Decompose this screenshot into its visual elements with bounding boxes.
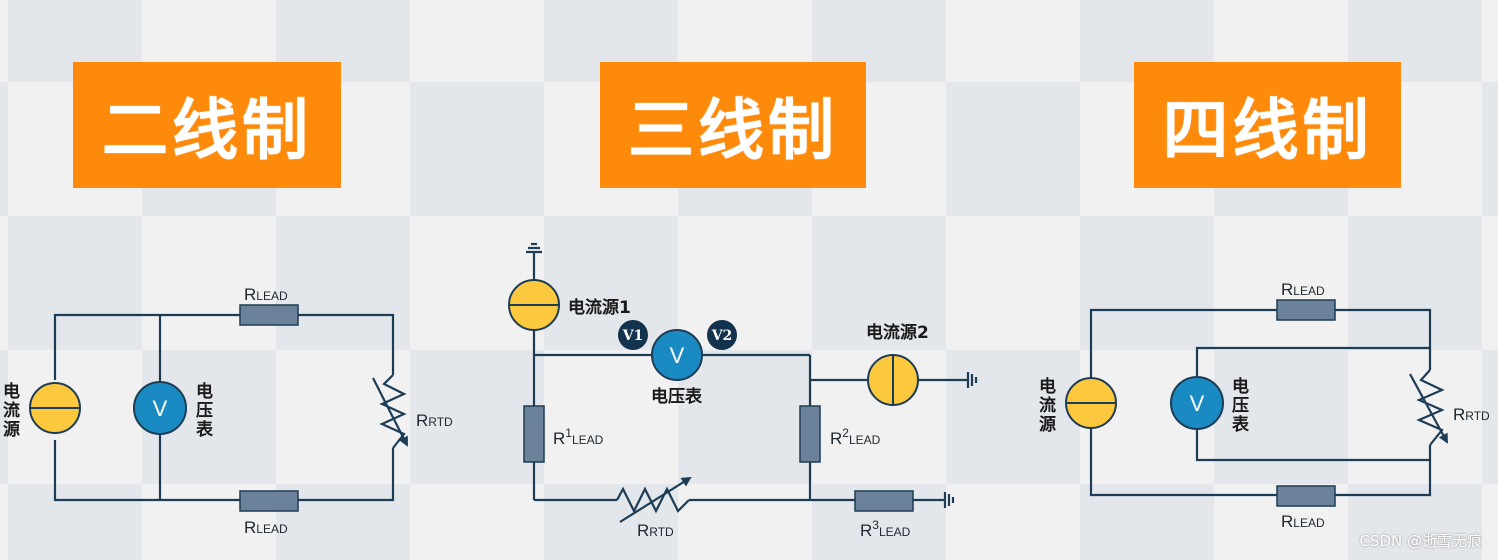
three-wire-current-source-1 (508, 279, 560, 331)
two-wire-title: 二线制 (102, 92, 312, 169)
four-wire-r-rtd-label: RRTD (1453, 405, 1490, 424)
four-wire-vm-char-3: 表 (1232, 414, 1250, 435)
four-wire-r-lead-bottom (1276, 485, 1336, 507)
two-wire-r-lead-top-label: RLEAD (244, 285, 288, 304)
r1-lead-label: R1LEAD (553, 426, 604, 448)
four-wire-rtd-zigzag (1416, 369, 1445, 446)
r2-lead-label: R2LEAD (830, 426, 881, 448)
four-wire-rtd-arrow (1409, 373, 1448, 444)
three-wire-voltmeter: V (651, 329, 703, 381)
three-wire-r3-lead (854, 490, 914, 512)
three-wire-voltmeter-symbol: V (670, 343, 685, 368)
two-wire-current-source (29, 382, 81, 434)
two-wire-cs-char-3: 源 (3, 419, 20, 440)
three-wire-current-source-2 (867, 354, 919, 406)
four-wire-vm-char-1: 电 (1232, 376, 1249, 397)
two-wire-voltmeter: V (133, 381, 187, 435)
four-wire-cs-char-1: 电 (1039, 376, 1056, 397)
three-wire-title: 三线制 (628, 92, 838, 169)
four-wire-current-source (1065, 377, 1117, 429)
current-source-2-label: 电流源2 (866, 322, 929, 343)
three-wire-r-rtd-label: RRTD (637, 521, 674, 540)
four-wire-r-lead-top (1276, 299, 1336, 321)
two-wire-rtd-arrow (372, 377, 408, 447)
two-wire-bottom-wire (53, 440, 395, 502)
v2-label: V2 (711, 328, 733, 344)
four-wire-cs-char-2: 流 (1039, 395, 1056, 416)
three-wire-title-box: 三线制 (600, 62, 866, 188)
four-wire-vm-char-2: 压 (1232, 396, 1249, 416)
four-wire-cs-char-3: 源 (1039, 414, 1056, 435)
current-source-1-label: 电流源1 (568, 297, 631, 318)
three-wire-voltmeter-label: 电压表 (651, 386, 703, 407)
three-wire-rtd-zigzag (616, 486, 690, 514)
two-wire-r-lead-bottom-label: RLEAD (244, 518, 288, 537)
v1-label: V1 (622, 328, 644, 344)
four-wire-voltmeter: V (1170, 376, 1224, 430)
two-wire-circuit (53, 313, 408, 502)
four-wire-voltmeter-symbol: V (1190, 391, 1205, 416)
two-wire-rtd-zigzag (379, 374, 407, 449)
four-wire-r-lead-top-label: RLEAD (1281, 280, 1325, 299)
two-wire-top-wire (53, 313, 395, 380)
four-wire-title: 四线制 (1162, 92, 1373, 169)
two-wire-voltmeter-symbol: V (153, 396, 168, 421)
two-wire-vm-char-3: 表 (196, 419, 214, 440)
two-wire-r-lead-bottom (239, 490, 299, 512)
two-wire-r-lead-top (239, 304, 299, 326)
r3-lead-label: R3LEAD (860, 518, 911, 540)
four-wire-circuit (1089, 308, 1448, 497)
three-wire-r1-lead (523, 405, 545, 463)
three-wire-v2-bubble: V2 (707, 320, 737, 350)
watermark: CSDN @逝雪无痕 (1359, 532, 1482, 550)
four-wire-r-lead-bottom-label: RLEAD (1281, 512, 1325, 531)
two-wire-vm-char-2: 压 (196, 401, 213, 421)
two-wire-title-box: 二线制 (73, 62, 341, 188)
three-wire-r2-lead (799, 405, 821, 463)
two-wire-cs-char-1: 电 (3, 381, 20, 402)
two-wire-cs-char-2: 流 (3, 400, 20, 421)
three-wire-v1-bubble: V1 (618, 320, 648, 350)
three-wire-rtd-arrow (619, 476, 692, 523)
two-wire-vm-char-1: 电 (196, 381, 213, 402)
two-wire-r-rtd-label: RRTD (416, 411, 453, 430)
four-wire-title-box: 四线制 (1134, 62, 1401, 188)
three-wire-circuit (526, 242, 978, 523)
